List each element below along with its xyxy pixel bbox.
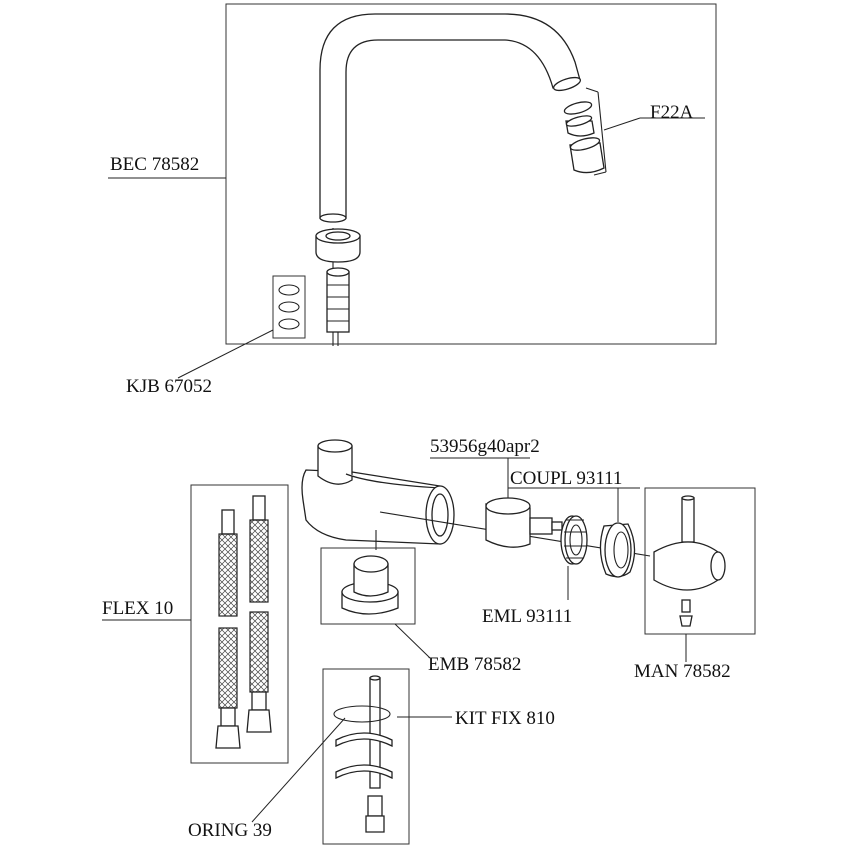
kitfix-parts — [333, 675, 393, 833]
flex-hose-left — [215, 509, 241, 749]
kitfix-box — [322, 668, 410, 845]
emb-box — [320, 547, 416, 625]
spout-group-box — [225, 3, 717, 345]
label-man: MAN 78582 — [634, 661, 731, 682]
label-coupl: COUPL 93111 — [510, 468, 622, 489]
label-f22a: F22A — [650, 102, 694, 123]
label-kjb: KJB 67052 — [126, 376, 212, 397]
flex-box — [190, 484, 289, 764]
spout-tube — [319, 13, 582, 346]
flex-hose-right — [246, 495, 272, 733]
emb-part — [341, 555, 399, 615]
coupling — [599, 522, 636, 578]
label-eml: EML 93111 — [482, 606, 572, 627]
f22a-aerator — [563, 87, 607, 176]
label-cartridge: 53956g40apr2 — [430, 436, 540, 457]
label-bec: BEC 78582 — [110, 154, 199, 175]
label-flex: FLEX 10 — [102, 598, 173, 619]
kjb-leader — [177, 329, 274, 379]
kjb-oring-box — [272, 275, 306, 339]
spout-nut — [315, 228, 361, 263]
label-oring: ORING 39 — [188, 820, 272, 841]
oring-leader — [251, 717, 346, 823]
spout-spindle — [326, 267, 350, 346]
man-handle — [653, 495, 726, 627]
emb-leader — [394, 623, 431, 659]
mixer-body — [301, 439, 455, 550]
f22a-leader-a — [603, 117, 641, 131]
man-handle-box — [644, 487, 756, 635]
label-kitfix: KIT FIX 810 — [455, 708, 555, 729]
eml-ring — [560, 515, 588, 565]
label-emb: EMB 78582 — [428, 654, 521, 675]
